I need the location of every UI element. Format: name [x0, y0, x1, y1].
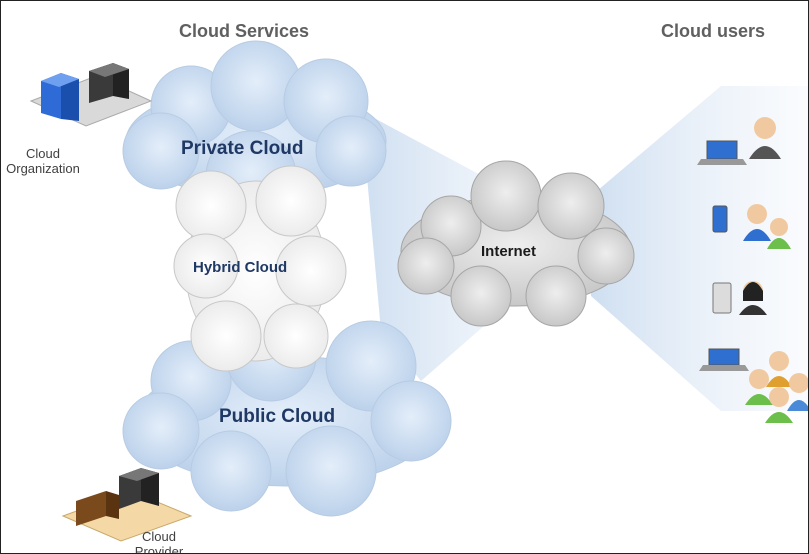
- provider-label: Cloud Provider: [129, 529, 189, 554]
- organization-building-icon: [29, 63, 153, 127]
- cloud-services-header: Cloud Services: [179, 21, 310, 41]
- laptop-user-icon: [697, 117, 781, 165]
- internet-cloud-label: Internet: [481, 243, 537, 260]
- organization-label-line1: Cloud: [26, 146, 60, 161]
- public-cloud-label: Public Cloud: [219, 406, 336, 427]
- organization-label-line2: Organization: [6, 161, 80, 176]
- cloud-users-header: Cloud users: [661, 21, 766, 41]
- group-users-icon: [699, 348, 808, 423]
- hybrid-cloud-label: Hybrid Cloud: [193, 259, 288, 276]
- mobile-users-icon: [712, 204, 791, 249]
- organization-label: Cloud Organization: [3, 146, 83, 176]
- provider-label-line1: Cloud: [142, 529, 176, 544]
- hybrid-cloud-shape: [173, 165, 347, 372]
- provider-label-line2: Provider: [134, 544, 184, 554]
- beam-right: [591, 86, 808, 411]
- handheld-user-icon: [712, 281, 767, 315]
- provider-building-icon: [61, 468, 193, 542]
- private-cloud-label: Private Cloud: [181, 138, 304, 159]
- internet-cloud-shape: [397, 160, 635, 327]
